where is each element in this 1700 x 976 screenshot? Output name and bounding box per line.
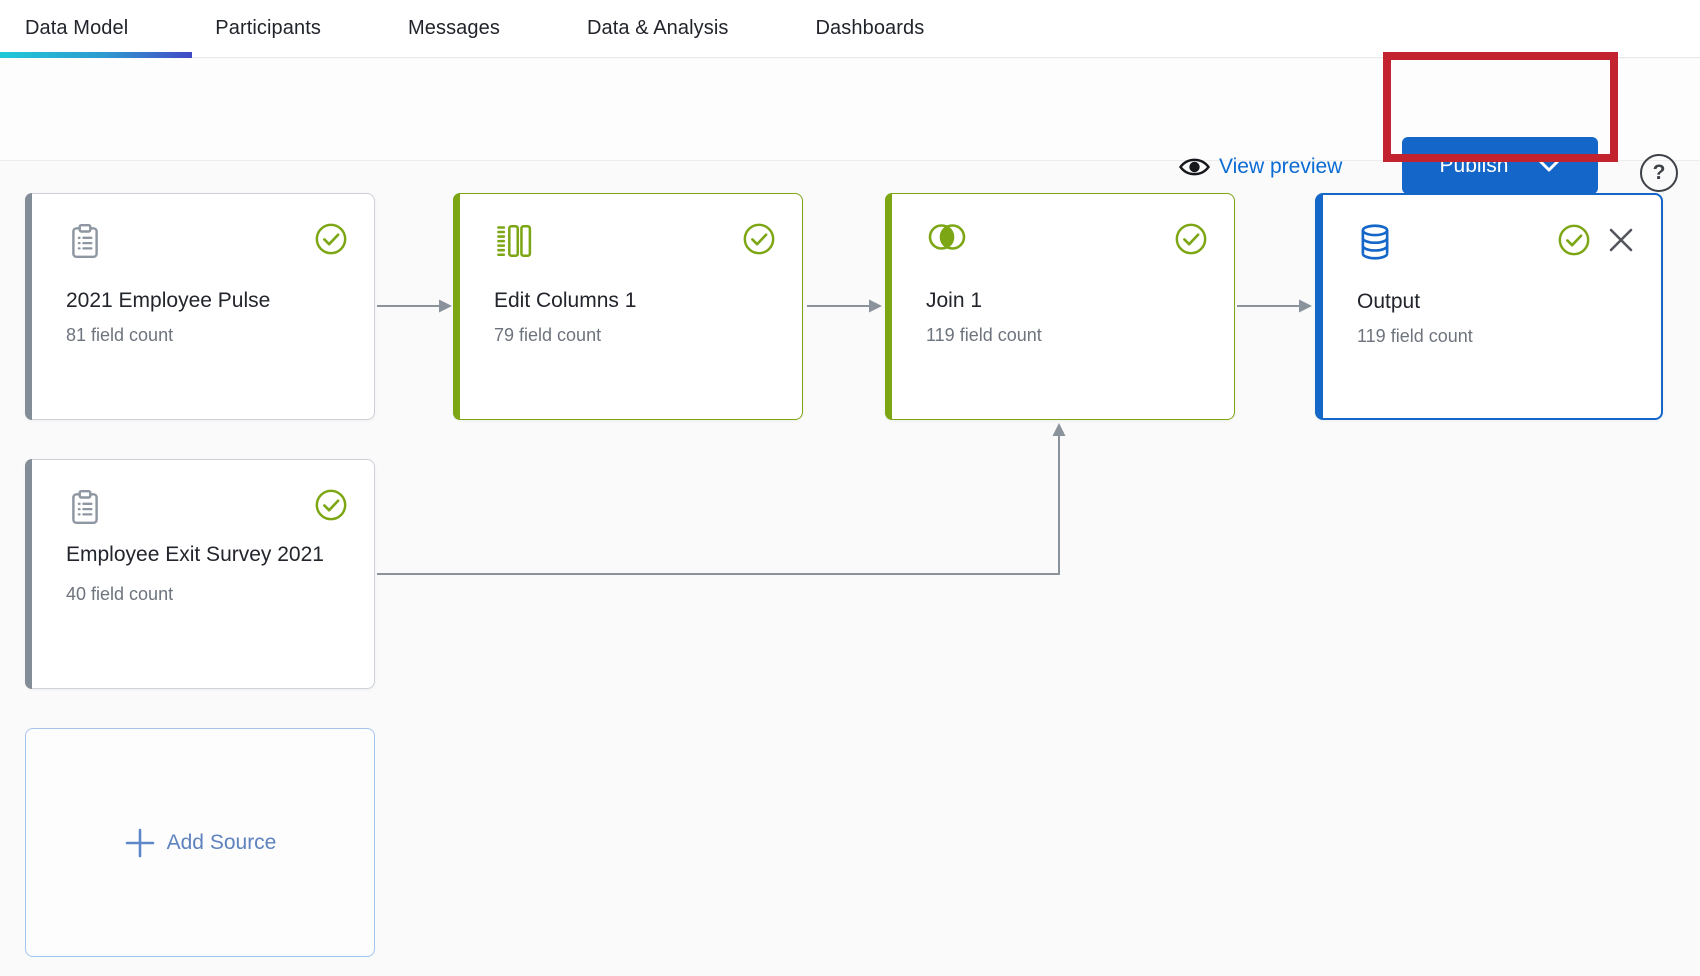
node-2021-employee-pulse[interactable]: 2021 Employee Pulse 81 field count <box>25 193 375 420</box>
node-accent-bar <box>885 193 892 420</box>
chevron-down-icon <box>1538 159 1560 172</box>
node-accent-bar <box>1316 194 1323 419</box>
node-title: Output <box>1357 290 1421 313</box>
check-circle-icon <box>1557 223 1591 257</box>
edit-columns-icon <box>494 222 532 260</box>
editor-toolbar: View preview Publish ? <box>0 59 1700 194</box>
node-title: Edit Columns 1 <box>494 289 637 312</box>
publish-label: Publish <box>1439 153 1509 177</box>
top-tab-bar: Data Model Participants Messages Data & … <box>0 0 1700 58</box>
node-accent-bar <box>25 193 32 420</box>
view-preview-link[interactable]: View preview <box>1178 149 1342 185</box>
join-icon <box>926 222 968 252</box>
clipboard-icon <box>66 222 104 260</box>
tab-nav: Data Model Participants Messages Data & … <box>0 0 1700 57</box>
node-title: Employee Exit Survey 2021 <box>66 543 324 566</box>
node-accent-bar <box>25 459 32 689</box>
database-icon <box>1357 223 1393 261</box>
view-preview-label: View preview <box>1219 155 1343 178</box>
clipboard-icon <box>66 488 104 526</box>
tab-data-model[interactable]: Data Model <box>25 17 129 39</box>
node-join-1[interactable]: Join 1 119 field count <box>885 193 1235 420</box>
node-title: Join 1 <box>926 289 983 312</box>
node-accent-bar <box>453 193 460 420</box>
check-circle-icon <box>742 222 776 256</box>
node-field-count: 40 field count <box>66 584 174 604</box>
add-source-button[interactable]: Add Source <box>25 728 375 957</box>
tab-data-analysis[interactable]: Data & Analysis <box>586 17 729 39</box>
tab-participants[interactable]: Participants <box>215 17 321 39</box>
active-tab-indicator <box>0 52 192 58</box>
close-icon[interactable] <box>1607 226 1635 254</box>
add-source-label: Add Source <box>166 830 277 854</box>
node-output[interactable]: Output 119 field count <box>1315 193 1663 420</box>
node-field-count: 81 field count <box>66 325 174 345</box>
node-field-count: 79 field count <box>494 325 602 345</box>
check-circle-icon <box>1174 222 1208 256</box>
eye-icon <box>1178 155 1211 179</box>
plus-icon <box>124 827 156 859</box>
node-field-count: 119 field count <box>1357 326 1473 346</box>
node-edit-columns-1[interactable]: Edit Columns 1 79 field count <box>453 193 803 420</box>
question-mark-label: ? <box>1652 161 1666 184</box>
tab-messages[interactable]: Messages <box>407 17 500 39</box>
node-title: 2021 Employee Pulse <box>66 289 271 312</box>
check-circle-icon <box>314 488 348 522</box>
publish-button[interactable]: Publish <box>1402 137 1598 194</box>
node-field-count: 119 field count <box>926 325 1042 345</box>
help-button[interactable]: ? <box>1640 154 1678 192</box>
tab-dashboards[interactable]: Dashboards <box>815 17 925 39</box>
node-employee-exit-survey-2021[interactable]: Employee Exit Survey 2021 40 field count <box>25 459 375 689</box>
check-circle-icon <box>314 222 348 256</box>
